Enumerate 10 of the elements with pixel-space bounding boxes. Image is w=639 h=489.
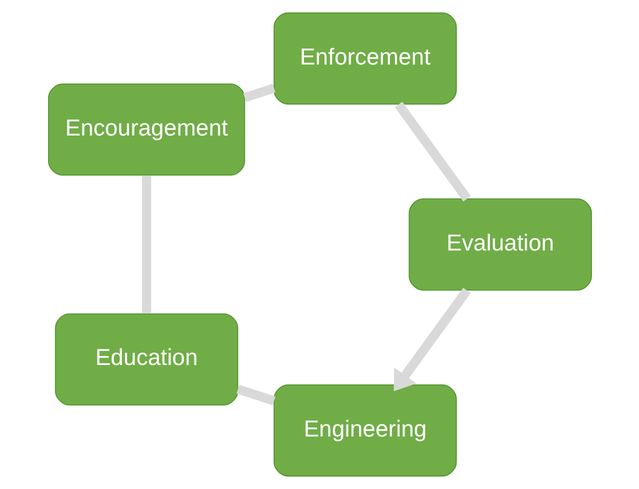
node-box: Encouragement <box>48 83 245 176</box>
connector <box>394 102 470 202</box>
node-box: Engineering <box>273 384 456 477</box>
arrow <box>393 288 470 392</box>
connector <box>236 384 275 406</box>
node-box: Enforcement <box>273 12 456 105</box>
node-box: Evaluation <box>408 198 592 291</box>
connector <box>141 175 151 314</box>
connector <box>242 84 275 102</box>
node-box: Education <box>54 313 238 406</box>
